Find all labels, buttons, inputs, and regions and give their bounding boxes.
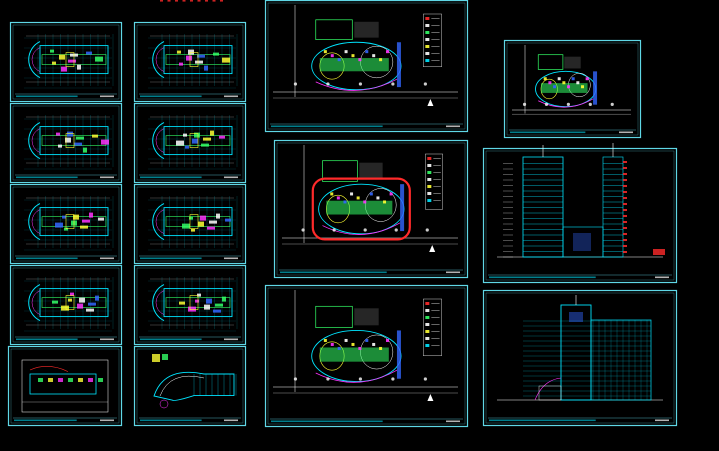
drawing-sheet-site-plan-2[interactable] (273, 139, 469, 279)
drawing-sheet-floor-plan-1[interactable] (9, 21, 123, 103)
drawing-content (148, 115, 238, 170)
drawing-sheet-floor-plan-2[interactable] (133, 21, 247, 103)
drawing-sheet-floor-plan-8[interactable] (133, 264, 247, 346)
drawing-sheet-floor-plan-7[interactable] (9, 264, 123, 346)
drawing-content (152, 354, 237, 409)
drawing-content (24, 196, 114, 251)
drawing-sheet-floor-plan-5[interactable] (9, 183, 123, 265)
drawing-sheet-site-plan-small[interactable] (503, 39, 642, 139)
drawing-sheet-floor-plan-3[interactable] (9, 102, 123, 184)
drawing-content (282, 145, 458, 252)
drawing-content (497, 143, 665, 258)
drawing-content (497, 295, 663, 401)
drawing-sheet-site-plan-3[interactable] (264, 284, 469, 428)
drawing-sheet-floor-plan-6[interactable] (133, 183, 247, 265)
drawing-content (24, 115, 114, 170)
drawing-sheet-section-drawing[interactable] (482, 143, 678, 284)
drawing-content (148, 34, 238, 89)
drawing-sheet-floor-plan-4[interactable] (133, 102, 247, 184)
drawing-content (24, 34, 114, 89)
drawing-content (512, 45, 631, 115)
drawing-sheet-floor-plan-9[interactable] (7, 345, 123, 427)
drawing-content (21, 359, 109, 413)
drawing-sheet-site-plan-1[interactable] (264, 0, 469, 133)
drawing-content (148, 196, 238, 251)
drawing-content (273, 290, 458, 401)
drawing-content (148, 277, 238, 332)
top-red-marks (160, 0, 223, 2)
drawing-sheet-floor-plan-10[interactable] (133, 345, 247, 427)
drawing-content (24, 277, 114, 332)
drawing-content (273, 5, 458, 106)
drawing-sheet-elevation-drawing[interactable] (482, 289, 678, 427)
